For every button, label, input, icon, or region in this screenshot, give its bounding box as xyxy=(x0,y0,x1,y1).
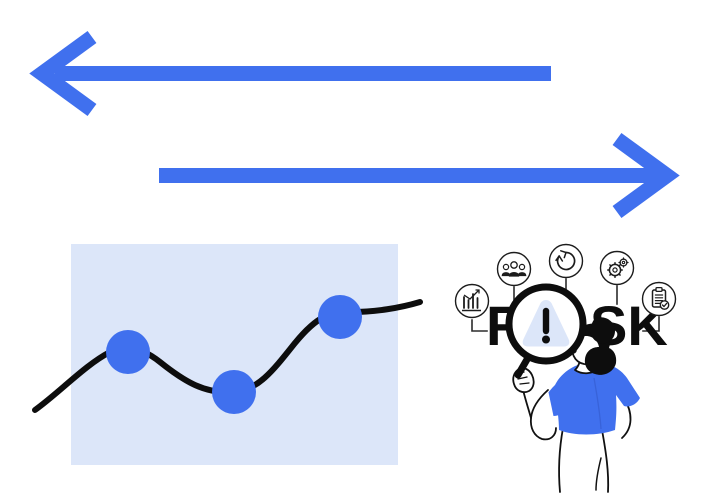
gear-small xyxy=(618,257,629,268)
refresh-icon xyxy=(548,243,584,279)
right-arrow xyxy=(159,132,680,219)
left-arrow-head xyxy=(29,30,97,117)
right-arrow-shaft xyxy=(159,168,657,183)
person-arm-left xyxy=(529,389,557,441)
left-arrow-shaft xyxy=(55,66,551,81)
bar-chart-icon xyxy=(454,283,490,319)
orbit-icons xyxy=(454,243,677,319)
gears-icon xyxy=(599,250,635,286)
person-leg-left xyxy=(558,427,564,493)
gear-large xyxy=(607,262,623,278)
right-arrow-head xyxy=(612,132,680,219)
people-icon xyxy=(496,251,532,287)
person-hair-bun xyxy=(590,317,615,344)
person-leg-right xyxy=(601,429,610,493)
left-arrow xyxy=(29,30,551,117)
person-leg-crease xyxy=(595,457,602,491)
chart-point-2 xyxy=(212,370,256,414)
person-shirt-fold xyxy=(593,377,602,430)
connector-bar-chart xyxy=(471,319,488,332)
chart-point-1 xyxy=(106,330,150,374)
clipboard-check-icon xyxy=(641,281,677,317)
person-with-magnifier xyxy=(505,283,640,493)
chart-point-3 xyxy=(318,295,362,339)
warning-exclamation-dot xyxy=(542,335,550,344)
connector-clipboard xyxy=(642,316,660,332)
